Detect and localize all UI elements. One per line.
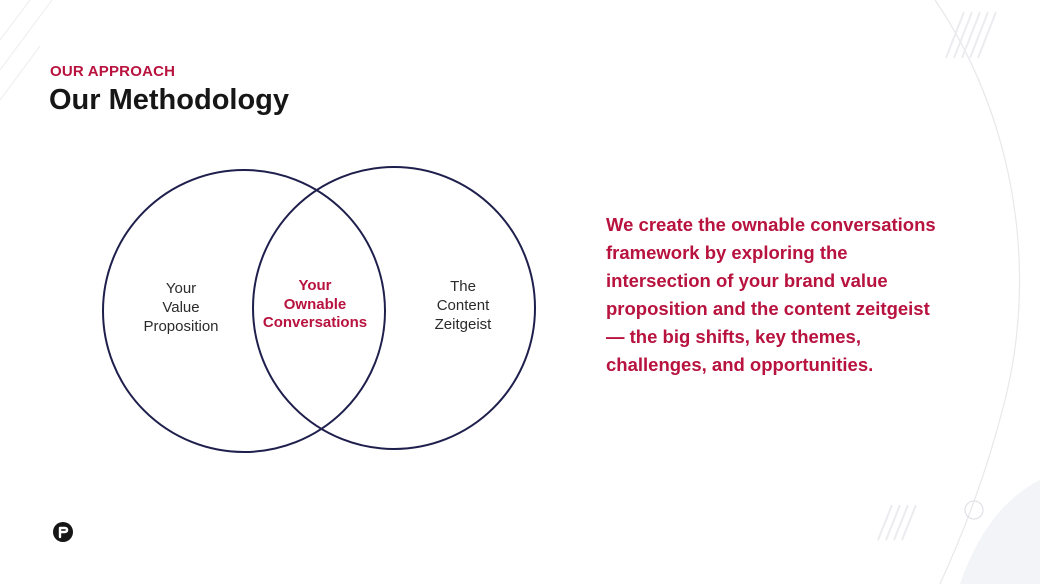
venn-circle-right [252,166,536,450]
brand-logo-icon [53,522,73,542]
page-title: Our Methodology [49,84,290,116]
section-eyebrow: OUR APPROACH [50,63,176,80]
venn-label-value-proposition: Your Value Proposition [143,280,219,335]
venn-label-ownable-conversations: Your Ownable Conversations [262,277,368,331]
methodology-description: We create the ownable conversations fram… [606,214,936,375]
venn-diagram [102,166,536,453]
venn-circle-left [102,169,386,453]
venn-label-content-zeitgeist: The Content Zeitgeist [434,278,492,333]
